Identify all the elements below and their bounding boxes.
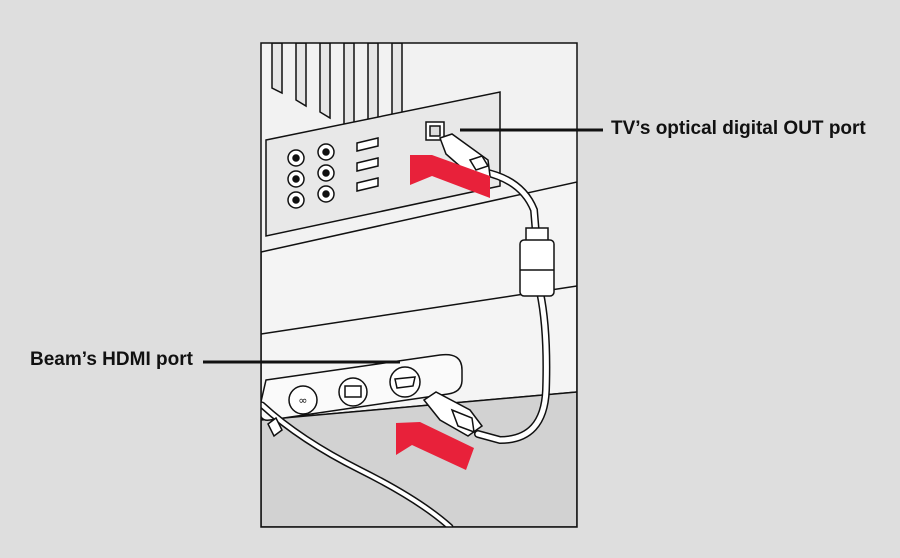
tv-hdmi-ports — [356, 137, 379, 192]
svg-text:∞: ∞ — [298, 394, 307, 407]
hdmi-adapter-cable — [422, 133, 555, 445]
beam-hdmi-port-label: Beam’s HDMI port — [30, 349, 193, 370]
illustration-frame — [260, 42, 578, 528]
tv-optical-port-label: TV’s optical digital OUT port — [611, 118, 866, 139]
arrow-into-tv-optical — [410, 155, 490, 198]
tv-vents — [271, 43, 403, 138]
arrow-into-beam-hdmi — [396, 422, 474, 470]
beam-ports: ∞ — [288, 366, 421, 415]
illustration: ∞ — [261, 43, 577, 527]
rca-jacks — [287, 143, 335, 209]
shelf-surface — [261, 391, 577, 527]
tv-optical-port — [425, 121, 445, 141]
power-cord — [261, 403, 452, 527]
